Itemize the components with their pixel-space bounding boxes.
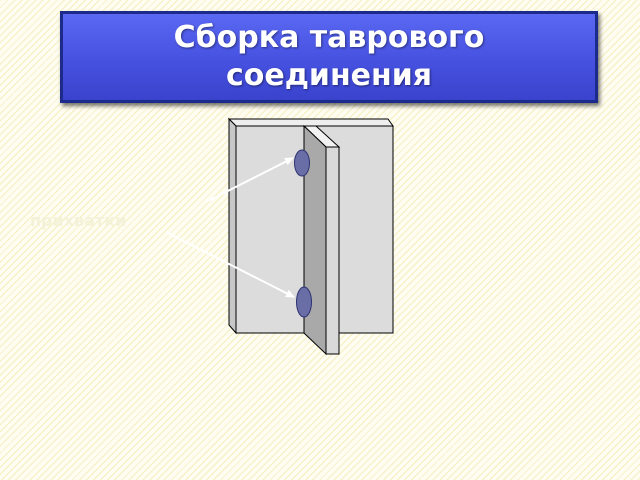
tack-weld-label: прихватки xyxy=(30,211,127,230)
tack-weld-top xyxy=(294,149,310,177)
tack-weld-bottom xyxy=(296,286,312,318)
title-banner: Сборка таврового соединения xyxy=(60,11,598,103)
pointer-arrow-bottom xyxy=(165,231,295,298)
slide-title: Сборка таврового соединения xyxy=(173,20,485,93)
base-plate-top-edge xyxy=(227,118,394,127)
pointer-arrow-top xyxy=(205,157,294,203)
base-plate-side-edge xyxy=(228,117,237,335)
vertical-plate-edge xyxy=(325,146,340,355)
